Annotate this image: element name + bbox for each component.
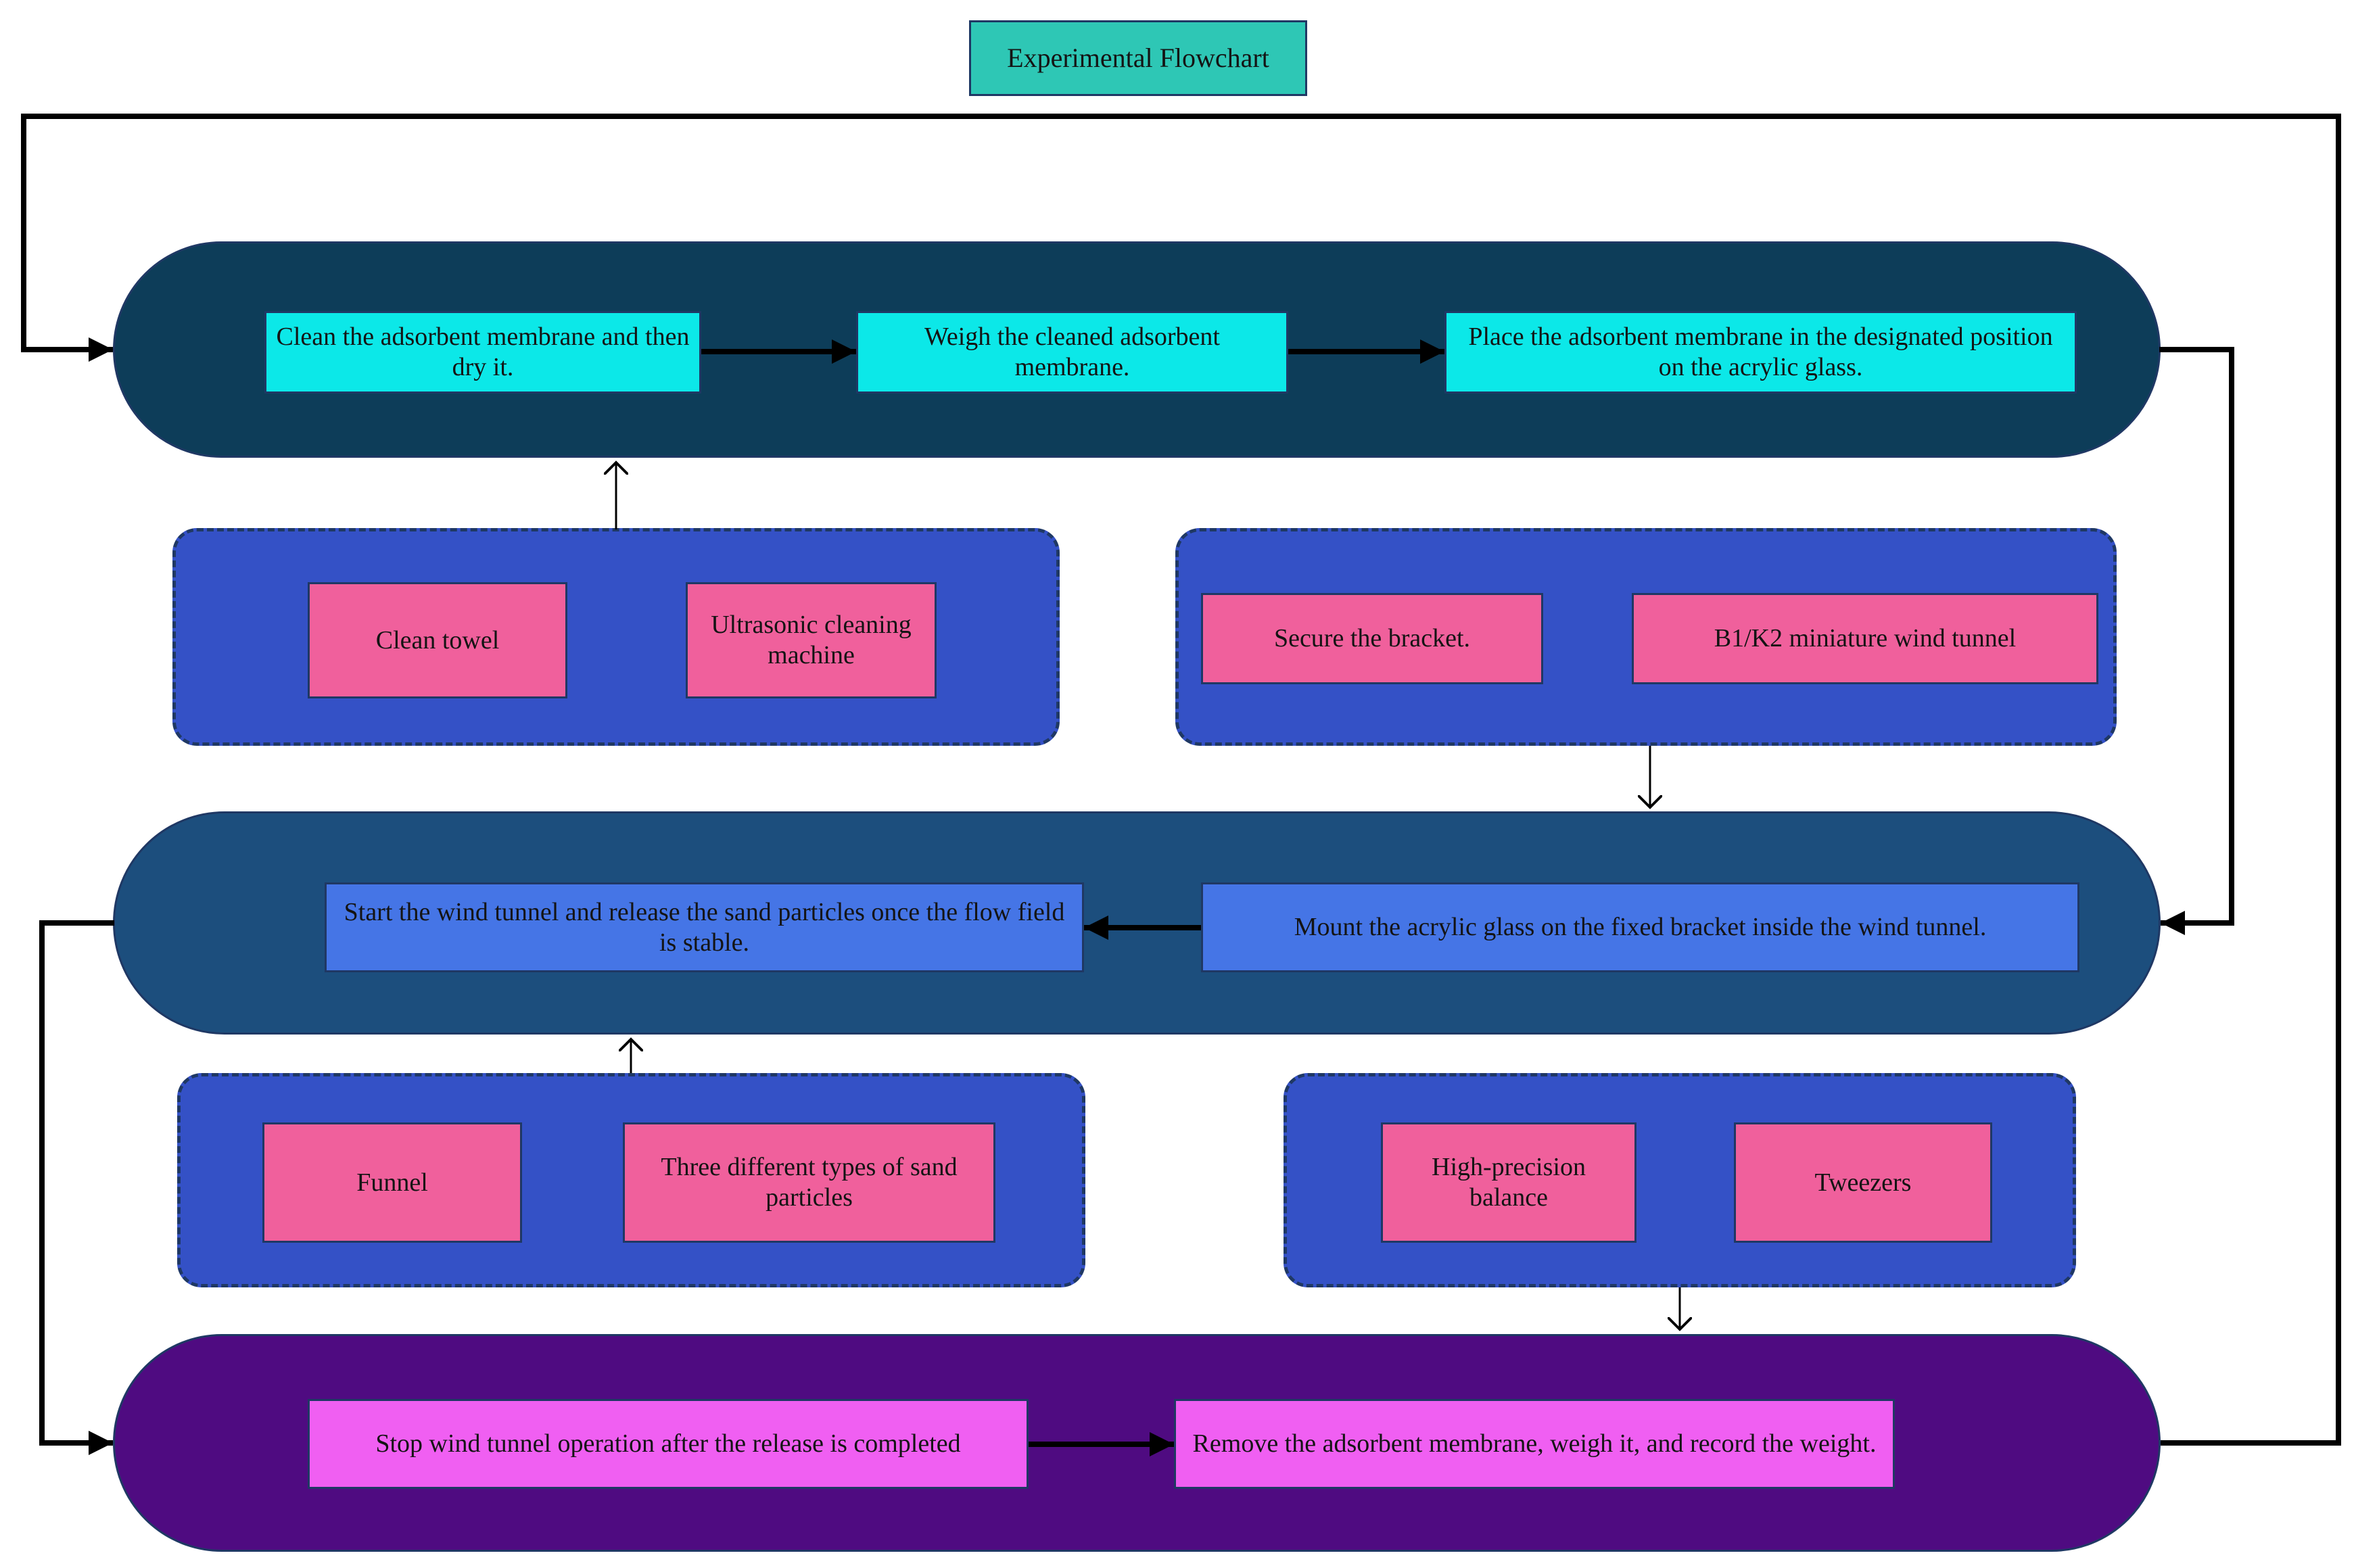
flowchart-title: Experimental Flowchart	[969, 20, 1307, 96]
step-place-membrane: Place the adsorbent membrane in the desi…	[1444, 311, 2077, 394]
step-remove-and-record-label: Remove the adsorbent membrane, weigh it,…	[1192, 1429, 1877, 1458]
flowchart-title-label: Experimental Flowchart	[1007, 43, 1269, 74]
tool-ultrasonic-cleaner: Ultrasonic cleaning machine	[686, 582, 937, 698]
step-start-wind-tunnel: Start the wind tunnel and release the sa…	[325, 882, 1084, 972]
tool-funnel: Funnel	[262, 1122, 522, 1243]
tool-precision-balance: High-precision balance	[1381, 1122, 1637, 1243]
tool-wind-tunnel: B1/K2 miniature wind tunnel	[1632, 593, 2098, 684]
step-clean-membrane-label: Clean the adsorbent membrane and then dr…	[276, 323, 690, 381]
tool-ultrasonic-cleaner-label: Ultrasonic cleaning machine	[711, 611, 912, 669]
connector-stage2-to-stage3	[39, 920, 114, 1455]
step-remove-and-record: Remove the adsorbent membrane, weigh it,…	[1174, 1399, 1895, 1489]
connector-stage1-to-stage2	[2159, 347, 2234, 935]
tool-clean-towel-label: Clean towel	[375, 625, 500, 655]
step-stop-wind-tunnel: Stop wind tunnel operation after the rel…	[308, 1399, 1029, 1489]
tool-secure-bracket: Secure the bracket.	[1201, 593, 1543, 684]
tool-precision-balance-label: High-precision balance	[1432, 1153, 1586, 1212]
tool-sand-particles-label: Three different types of sand particles	[661, 1153, 958, 1212]
step-weigh-membrane: Weigh the cleaned adsorbent membrane.	[856, 311, 1288, 394]
step-clean-membrane: Clean the adsorbent membrane and then dr…	[264, 311, 701, 394]
step-mount-acrylic-glass: Mount the acrylic glass on the fixed bra…	[1201, 882, 2079, 972]
step-place-membrane-label: Place the adsorbent membrane in the desi…	[1468, 323, 2053, 381]
step-stop-wind-tunnel-label: Stop wind tunnel operation after the rel…	[375, 1429, 961, 1458]
tool-wind-tunnel-label: B1/K2 miniature wind tunnel	[1714, 624, 2017, 653]
step-mount-acrylic-glass-label: Mount the acrylic glass on the fixed bra…	[1294, 913, 1987, 942]
tool-secure-bracket-label: Secure the bracket.	[1273, 624, 1471, 653]
step-weigh-membrane-label: Weigh the cleaned adsorbent membrane.	[924, 323, 1220, 381]
tool-funnel-label: Funnel	[356, 1168, 428, 1197]
tool-tweezers-label: Tweezers	[1814, 1168, 1912, 1197]
step-start-wind-tunnel-label: Start the wind tunnel and release the sa…	[344, 897, 1065, 957]
tool-sand-particles: Three different types of sand particles	[623, 1122, 995, 1243]
tool-clean-towel: Clean towel	[308, 582, 567, 698]
tool-tweezers: Tweezers	[1734, 1122, 1992, 1243]
